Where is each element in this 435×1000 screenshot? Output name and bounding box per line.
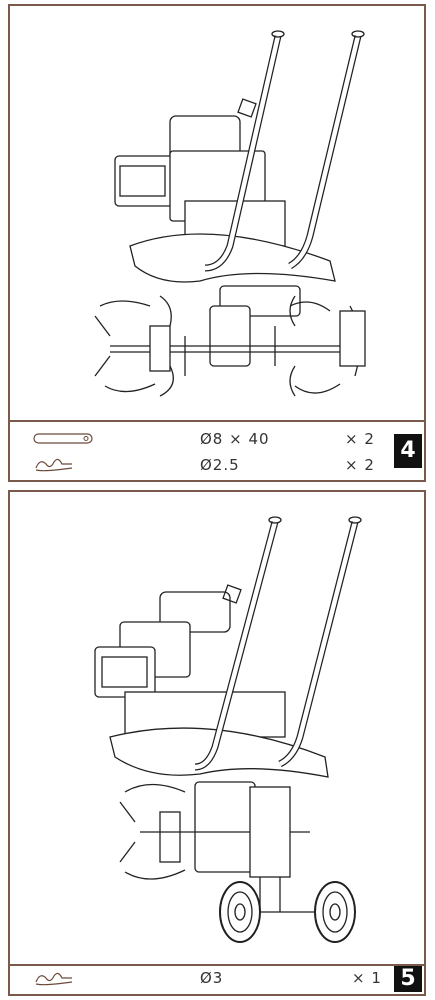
part-spec: Ø2.5: [200, 456, 240, 474]
part-spec: Ø8 × 40: [200, 430, 270, 448]
step-5-parts-list: Ø3 × 1 5: [10, 964, 424, 994]
part-spec: Ø3: [200, 969, 224, 987]
part-quantity: × 2: [345, 430, 375, 448]
step-4-panel: Ø8 × 40 × 2 Ø2.5 × 2 4: [8, 4, 426, 482]
part-row: Ø2.5 × 2: [10, 454, 424, 482]
step-4-illustration: [10, 6, 424, 416]
step-number-badge: 4: [394, 434, 422, 468]
step-4-parts-list: Ø8 × 40 × 2 Ø2.5 × 2 4: [10, 420, 424, 480]
part-quantity: × 2: [345, 456, 375, 474]
pin-icon: [33, 433, 93, 444]
clip-icon: [35, 458, 73, 472]
clip-icon: [35, 972, 73, 986]
part-row: Ø3 × 1: [10, 968, 424, 996]
step-5-illustration: [10, 492, 424, 962]
step-number-badge: 5: [394, 966, 422, 992]
part-row: Ø8 × 40 × 2: [10, 428, 424, 456]
part-quantity: × 1: [352, 969, 382, 987]
step-5-panel: Ø3 × 1 5: [8, 490, 426, 996]
